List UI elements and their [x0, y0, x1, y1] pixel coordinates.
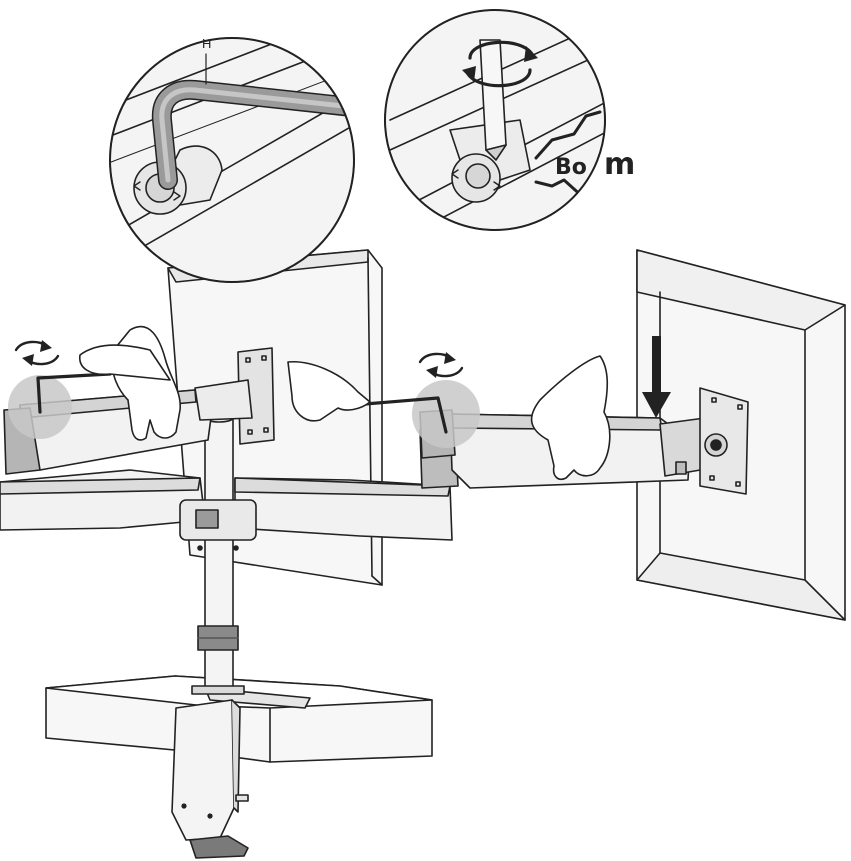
rotate-arrows-icon: [14, 340, 60, 366]
detail-circle-right: [384, 9, 606, 231]
hex-key-right: [363, 396, 448, 434]
sound-effect-word: Bo m: [555, 147, 635, 182]
hand-center: [287, 361, 371, 422]
rotate-circle-icon: [462, 40, 538, 88]
center-pole: [191, 413, 245, 695]
lower-arm-left: [0, 469, 206, 531]
sound-word-suffix: m: [604, 147, 635, 182]
tool-letter-label: H: [202, 36, 211, 51]
detail-circle-left: [109, 37, 355, 283]
sound-word-prefix: Bo: [555, 155, 587, 180]
hand-right: [530, 355, 611, 481]
rotate-arrows-icon: [418, 352, 464, 378]
arm-hub: [179, 499, 257, 551]
desk-clamp: [171, 699, 249, 859]
down-arrow-icon: [642, 336, 671, 418]
left-vesa-plate: [194, 347, 275, 445]
hand-left-back: [79, 344, 171, 381]
right-vesa-plate: [699, 387, 749, 495]
